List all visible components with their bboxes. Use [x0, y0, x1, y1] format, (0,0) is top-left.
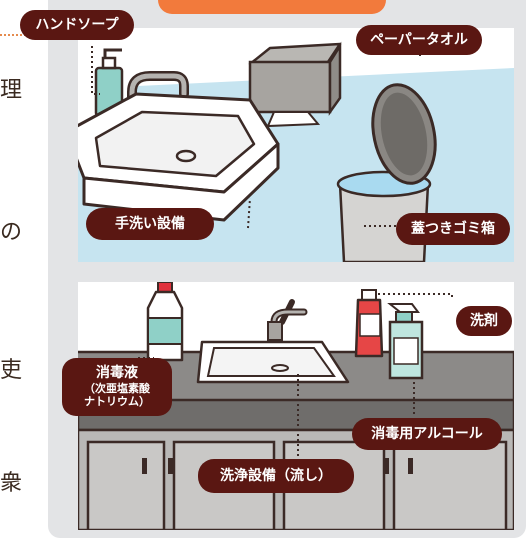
- side-text-2: の: [0, 220, 23, 245]
- label-disinfectant-title: 消毒液: [96, 364, 138, 381]
- side-text-3: 吏: [0, 358, 23, 383]
- paper-towel-dispenser: [248, 41, 342, 128]
- washing-faucet: [267, 299, 308, 341]
- header-tab: [158, 0, 386, 14]
- lidded-trash-can: [336, 83, 437, 262]
- label-alcohol: 消毒用アルコール: [352, 418, 502, 450]
- alcohol-spray-bottle: [387, 303, 424, 380]
- label-disinfectant-sub: （次亜塩素酸 ナトリウム）: [84, 381, 150, 408]
- label-wash-facility: 洗浄設備（流し）: [198, 459, 354, 493]
- dotted-divider: [0, 34, 30, 36]
- label-detergent: 洗剤: [456, 306, 512, 336]
- detergent-bottle: [354, 289, 384, 358]
- label-lidded-trash: 蓋つきゴミ箱: [396, 213, 510, 245]
- label-paper-towel: ペーパータオル: [356, 25, 482, 55]
- handwash-sink: [78, 92, 280, 222]
- label-handwash-facility: 手洗い設備: [86, 208, 214, 240]
- side-text-4: 衆: [0, 471, 23, 496]
- label-hand-soap: ハンドソープ: [20, 10, 134, 40]
- side-text-1: 理: [0, 78, 23, 103]
- washing-sink: [196, 340, 350, 384]
- label-disinfectant: 消毒液 （次亜塩素酸 ナトリウム）: [62, 358, 172, 416]
- disinfectant-bottle: [146, 282, 184, 362]
